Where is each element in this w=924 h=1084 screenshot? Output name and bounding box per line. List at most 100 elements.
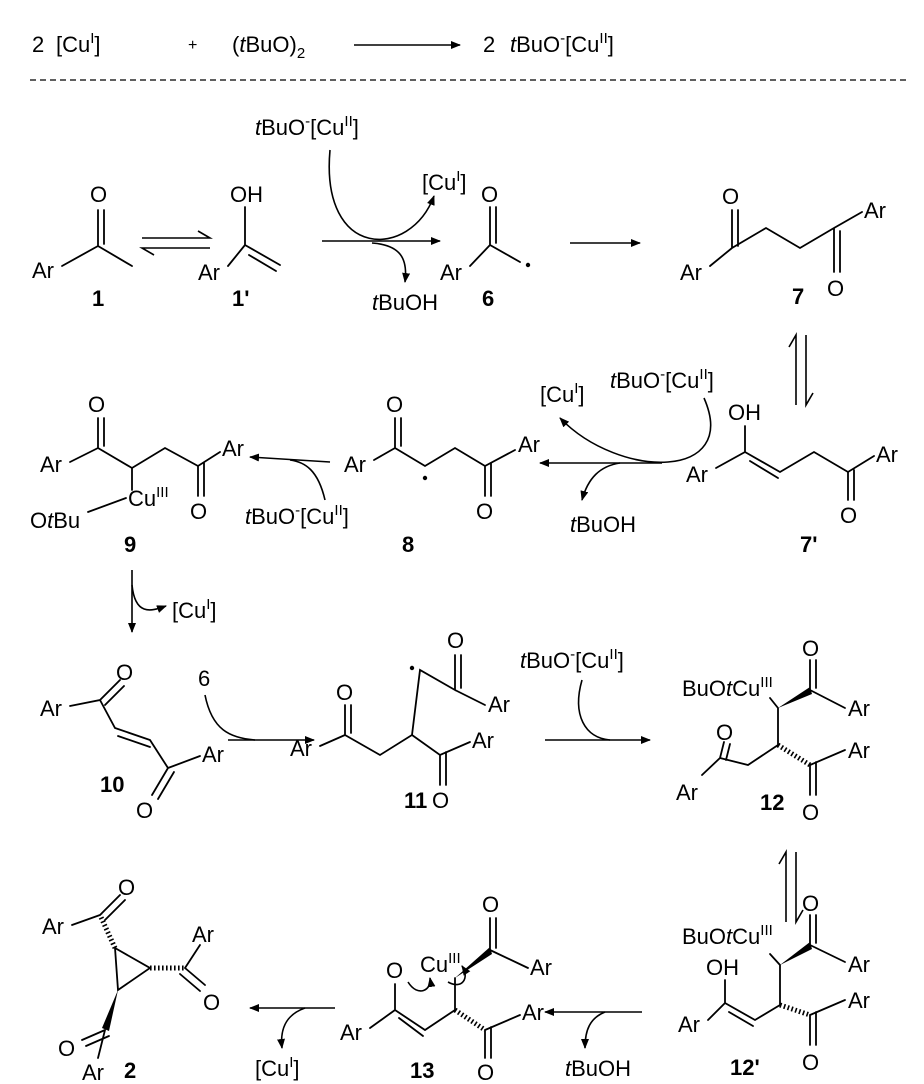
oxygen-label: O (336, 680, 353, 705)
curved-arrow (328, 149, 435, 241)
compound-6-reference: 6 (198, 666, 210, 691)
label-part: III (156, 484, 169, 501)
oxygen-label: O (386, 958, 403, 983)
oxygen-label: O (802, 1050, 819, 1075)
label-part: [Cu (255, 1056, 289, 1081)
label-part: t (726, 676, 733, 701)
label-part: BuO (516, 32, 560, 57)
label-part: t (239, 32, 246, 57)
label-part: [Cu (422, 170, 456, 195)
bold-wedge-bond (102, 990, 118, 1031)
oxygen-label: O (58, 1036, 75, 1061)
aryl-label: Ar (192, 922, 214, 947)
compound-13: O CuIII Ar O Ar Ar O 13 (340, 892, 552, 1084)
label-part: t (610, 368, 617, 393)
compound-number: 7' (800, 532, 817, 557)
label-part: BuO) (245, 32, 296, 57)
label-part: ] (608, 32, 614, 57)
oxygen-label: O (386, 392, 403, 417)
alkoxy-copper-iii-label: BuOtCuIII (682, 922, 773, 949)
label-part: II (699, 366, 707, 383)
label-part: - (660, 366, 665, 383)
aryl-label: Ar (82, 1060, 104, 1084)
hashed-wedge-bond (97, 913, 118, 950)
aryl-label: Ar (222, 436, 244, 461)
tbuo-copper-ii-label: tBuO-[CuII] (520, 646, 624, 673)
label-part: 2 (297, 45, 305, 62)
equilibrium-arrows (788, 332, 814, 408)
aryl-label: Ar (676, 780, 698, 805)
tbuo-copper-ii-label: tBuO-[CuII] (255, 113, 359, 140)
tbuo-copper-ii-label: tBuO-[CuII] (245, 502, 349, 529)
aryl-label: Ar (848, 738, 870, 763)
label-part: ] (460, 170, 466, 195)
hashed-wedge-bond (779, 1002, 811, 1018)
radical-dot (409, 665, 415, 671)
compound-1: Ar O 1 (32, 182, 133, 311)
equilibrium-arrows (139, 230, 213, 256)
oxygen-label: O (482, 892, 499, 917)
curved-arrow (581, 1011, 606, 1049)
copper-i-label: [CuI] (422, 168, 467, 195)
electron-pushing-arrow (407, 977, 436, 992)
alkoxy-copper-iii-label: BuOtCuIII (682, 674, 773, 701)
label-part: III (448, 950, 461, 967)
oxygen-label: O (477, 1060, 494, 1084)
tbuoh-label: tBuOH (565, 1056, 631, 1081)
compound-number: 2 (124, 1058, 136, 1083)
label-part: [Cu (300, 504, 334, 529)
label-part: II (609, 646, 617, 663)
aryl-label: Ar (472, 728, 494, 753)
oxygen-label: O (716, 720, 733, 745)
compound-7: Ar O Ar O 7 (680, 184, 886, 309)
label-part: Bu (53, 508, 80, 533)
label-part: ] (708, 368, 714, 393)
aryl-label: Ar (290, 736, 312, 761)
aryl-label: Ar (198, 260, 220, 285)
compound-number: 8 (402, 532, 414, 557)
curved-arrow (580, 462, 621, 501)
label-part: - (295, 502, 300, 519)
label-part: - (560, 30, 565, 47)
bold-wedge-bond (778, 687, 812, 708)
curved-arrow (204, 694, 256, 741)
oxygen-label: O (118, 875, 135, 900)
label-part: [Cu (575, 648, 609, 673)
oxygen-label: O (190, 499, 207, 524)
oxygen-label: O (802, 891, 819, 916)
aryl-label: Ar (876, 442, 898, 467)
oxygen-label: O (447, 628, 464, 653)
label-part: ] (94, 32, 100, 57)
label-part: BuO (682, 924, 726, 949)
aryl-label: Ar (848, 696, 870, 721)
label-part: t (570, 512, 577, 537)
label-part: ] (293, 1056, 299, 1081)
label-part: I (574, 380, 578, 397)
reaction-arrow (249, 453, 331, 463)
label-part: ] (618, 648, 624, 673)
aryl-label: Ar (686, 462, 708, 487)
oxygen-label: O (481, 182, 498, 207)
label-part: BuO (616, 368, 660, 393)
compound-number: 1' (232, 286, 249, 311)
tbuo-copper-ii-label: tBuO-[CuII] (610, 366, 714, 393)
label-part: t (726, 924, 733, 949)
aryl-label: Ar (864, 198, 886, 223)
hydroxyl-label: OH (706, 955, 739, 980)
plus-sign: + (188, 37, 197, 54)
compound-10: Ar O Ar O 10 (40, 660, 224, 823)
label-part: Cu (732, 676, 760, 701)
coefficient: 2 (483, 32, 495, 57)
copper-iii-label: CuIII (420, 950, 461, 977)
label-part: II (334, 502, 342, 519)
label-part: ] (353, 115, 359, 140)
radical-dot (422, 475, 428, 481)
label-part: [Cu (310, 115, 344, 140)
copper-i-label: [CuI] (540, 380, 585, 407)
aryl-label: Ar (344, 452, 366, 477)
oxygen-label: O (802, 636, 819, 661)
oxygen-label: O (203, 990, 220, 1015)
compound-number: 6 (482, 286, 494, 311)
hashed-wedge-bond (776, 742, 812, 768)
peroxide-label: (tBuO)2 (232, 32, 305, 62)
